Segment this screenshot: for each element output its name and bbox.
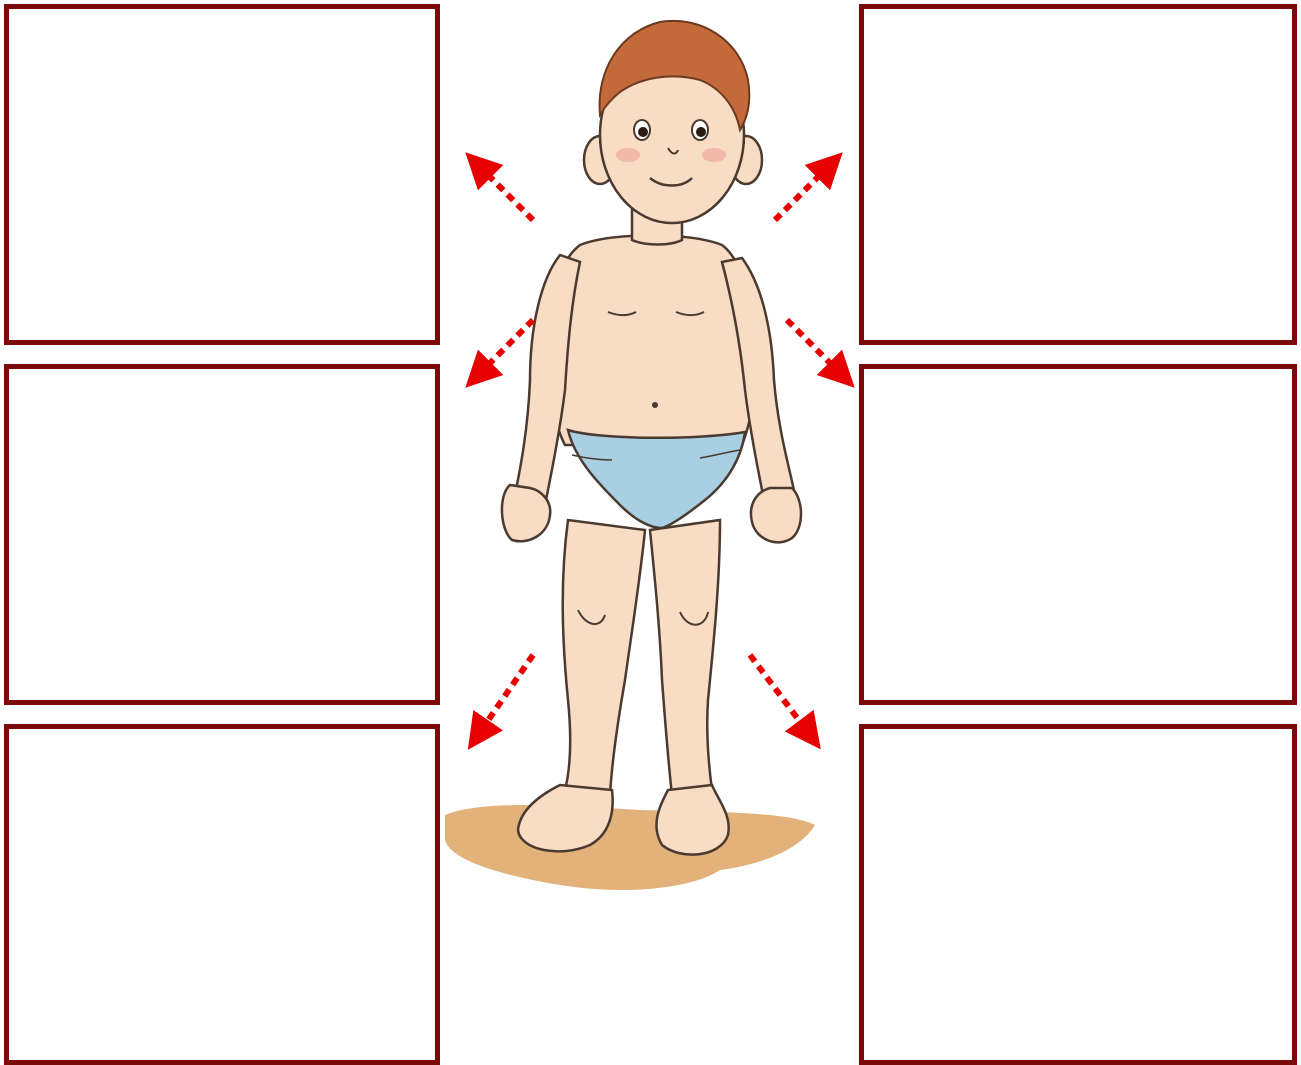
label-box-right-middle[interactable] [859, 364, 1297, 705]
label-box-right-bottom[interactable] [859, 724, 1297, 1065]
left-pupil [638, 127, 648, 137]
label-box-right-top[interactable] [859, 4, 1297, 345]
label-box-left-bottom[interactable] [4, 724, 440, 1065]
label-box-left-middle[interactable] [4, 364, 440, 705]
left-hand [502, 485, 550, 541]
right-leg [650, 520, 720, 795]
boy-illustration [440, 0, 860, 1063]
label-box-left-top[interactable] [4, 4, 440, 345]
right-hand [751, 488, 801, 542]
left-cheek [616, 148, 640, 162]
right-pupil [696, 127, 706, 137]
right-foot [656, 785, 728, 855]
right-cheek [702, 148, 726, 162]
navel [652, 402, 658, 408]
ground-shadow [445, 805, 815, 890]
underwear [568, 430, 745, 528]
left-leg [563, 520, 645, 795]
